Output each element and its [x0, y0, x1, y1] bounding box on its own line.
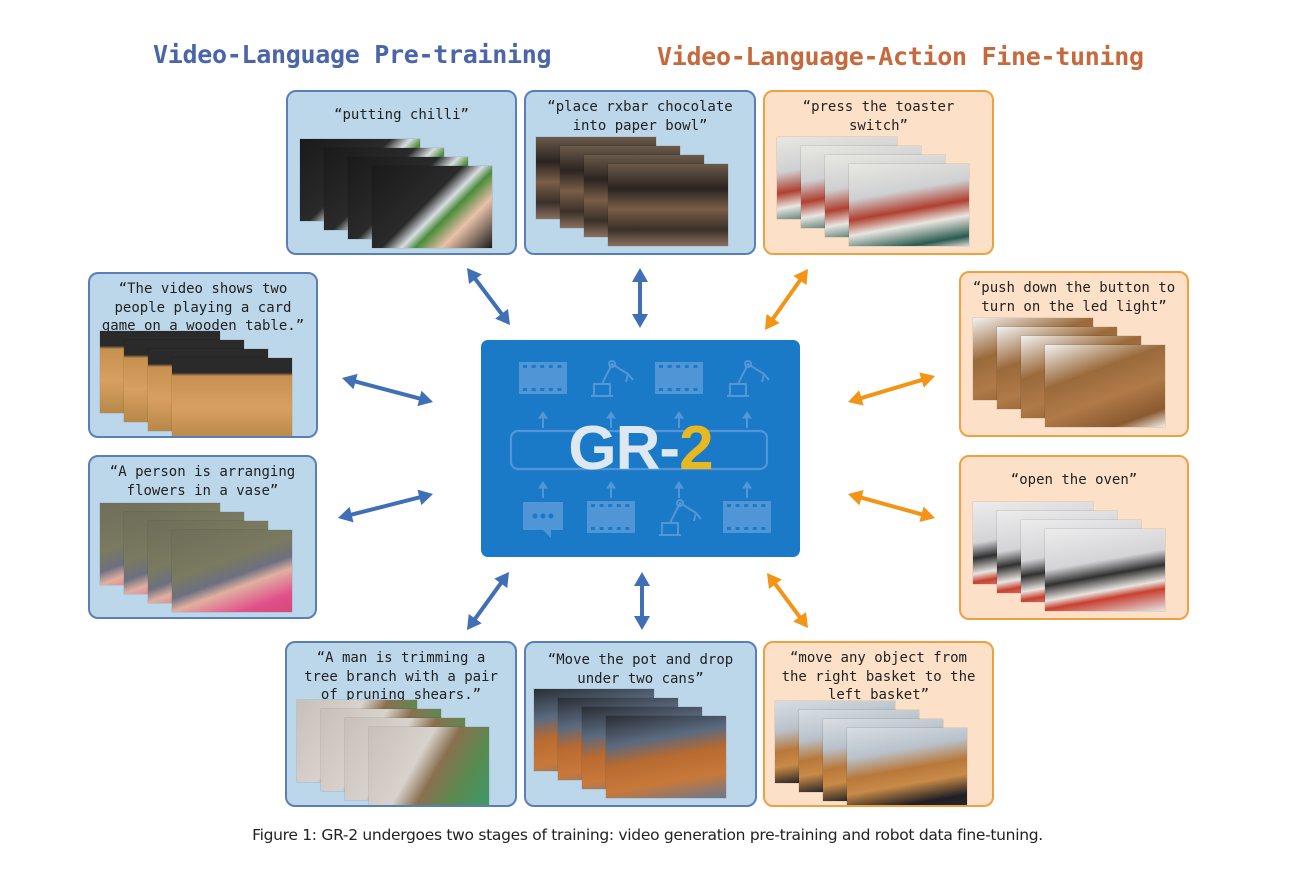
film-strip-icon — [723, 501, 771, 533]
pretraining-heading: Video-Language Pre-training — [153, 40, 552, 69]
arrow-toaster — [765, 269, 808, 330]
card-trimming: “A man is trimming a tree branch with a … — [285, 641, 517, 807]
model-name-accent: 2 — [679, 414, 713, 483]
film-strip-icon — [587, 501, 635, 533]
card-caption: “move any object from the right basket t… — [781, 650, 976, 703]
flow-up-arrow-icon — [606, 481, 616, 498]
card-oven: “open the oven” — [959, 455, 1189, 620]
video-frame — [172, 358, 292, 436]
model-name-main: GR- — [568, 414, 680, 483]
arrow-flowers — [338, 489, 433, 523]
speech-bubble-icon — [523, 502, 563, 538]
flow-up-arrow-icon — [606, 411, 616, 428]
video-frame — [847, 728, 967, 805]
card-caption: “push down the button to turn on the led… — [972, 280, 1176, 315]
video-frame — [849, 164, 969, 246]
card-caption: “press the toaster switch” — [802, 99, 955, 134]
video-frame — [369, 727, 489, 805]
video-frame — [1045, 529, 1165, 611]
card-caption: “open the oven” — [1010, 472, 1138, 488]
arrow-oven — [848, 490, 935, 522]
card-caption: “place rxbar chocolate into paper bowl” — [547, 99, 733, 134]
arrow-trimming — [467, 572, 509, 630]
flow-up-arrow-icon — [674, 481, 684, 498]
video-frame — [606, 716, 726, 798]
flow-up-arrow-icon — [538, 411, 548, 428]
flow-up-arrow-icon — [742, 411, 752, 428]
finetuning-heading: Video-Language-Action Fine-tuning — [657, 42, 1144, 71]
card-basket: “move any object from the right basket t… — [763, 641, 994, 807]
video-frame — [1045, 345, 1165, 427]
arrow-pot — [634, 572, 650, 630]
card-led: “push down the button to turn on the led… — [959, 271, 1189, 437]
card-toaster: “press the toaster switch” — [763, 90, 994, 255]
video-frame — [608, 164, 728, 246]
arrow-led — [848, 372, 935, 406]
robot-arm-icon — [727, 360, 770, 397]
arrow-basket — [767, 573, 808, 628]
card-card-game: “The video shows two people playing a ca… — [88, 272, 318, 438]
video-frame — [172, 530, 292, 612]
card-pot: “Move the pot and drop under two cans” — [524, 641, 757, 807]
flow-up-arrow-icon — [742, 481, 752, 498]
robot-arm-icon — [659, 499, 702, 536]
video-frame — [372, 166, 492, 248]
card-rxbar: “place rxbar chocolate into paper bowl” — [524, 90, 756, 255]
arrow-card-game — [342, 373, 433, 407]
card-putting-chilli: “putting chilli” — [286, 90, 517, 255]
card-caption: “A person is arranging flowers in a vase… — [109, 464, 296, 499]
card-caption: “The video shows two people playing a ca… — [101, 281, 305, 334]
film-strip-icon — [519, 362, 567, 394]
film-strip-icon — [655, 362, 703, 394]
card-caption: “putting chilli” — [334, 107, 469, 123]
card-caption: “Move the pot and drop under two cans” — [547, 652, 734, 687]
arrow-rxbar — [632, 268, 648, 328]
transformer-bar — [509, 429, 769, 471]
flow-up-arrow-icon — [538, 481, 548, 498]
card-flowers: “A person is arranging flowers in a vase… — [88, 455, 317, 619]
card-caption: “A man is trimming a tree branch with a … — [304, 650, 498, 703]
robot-arm-icon — [591, 360, 634, 397]
figure-caption: Figure 1: GR-2 undergoes two stages of t… — [252, 826, 1043, 844]
flow-up-arrow-icon — [674, 411, 684, 428]
arrow-chilli — [467, 268, 510, 325]
model-name: GR-2 — [481, 418, 800, 480]
model-architecture-icons — [509, 360, 771, 538]
gr2-model-box: GR-2 — [481, 340, 800, 557]
